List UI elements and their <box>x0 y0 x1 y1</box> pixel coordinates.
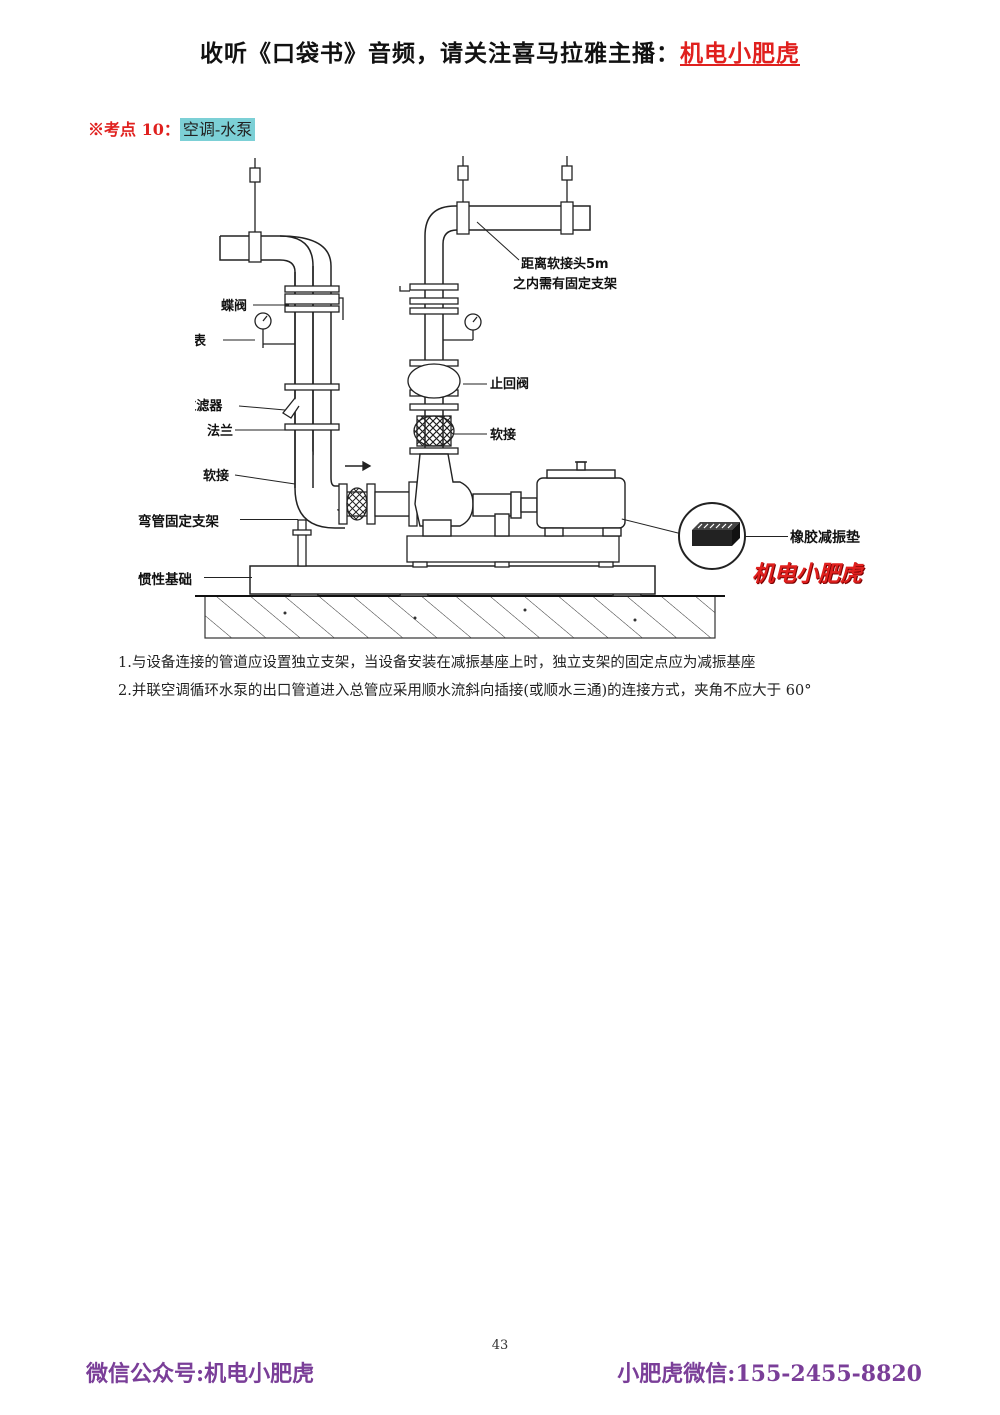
y-filter <box>282 397 300 419</box>
footer-wechat-contact: 小肥虎微信:155-2455-8820 <box>617 1361 922 1387</box>
diagram-watermark: 机电小肥虎 <box>752 562 863 587</box>
label-leaders <box>223 221 520 485</box>
label-inertia-base: 惯性基础 <box>138 572 192 588</box>
header-brand-link[interactable]: 机电小肥虎 <box>680 40 800 67</box>
butterfly-valve-handle <box>339 297 344 320</box>
pump-installation-diagram: 蝶阀 压力表 Y型过滤器 法兰 软接 距离软接头5m 之内需有固定支架 止回阀 … <box>195 156 725 639</box>
right-hangers <box>456 156 574 235</box>
pump-skid <box>406 535 620 568</box>
label-support-note-2: 之内需有固定支架 <box>513 276 617 292</box>
label-y-filter: Y型过滤器 <box>195 398 223 414</box>
label-support-note-1: 距离软接头5m <box>521 256 609 272</box>
note-2-text: 2.并联空调循环水泵的出口管道进入总管应采用顺水流斜向插接(或顺水三通)的连接方… <box>118 683 812 699</box>
keypoint-label: ※考点 10： <box>88 120 180 139</box>
label-check-valve: 止回阀 <box>490 376 529 392</box>
right-valve-handle <box>399 286 410 292</box>
right-flex-joint <box>413 415 455 447</box>
leader-inertia-base <box>204 577 252 578</box>
motor <box>536 461 626 537</box>
rubber-pad-circle <box>678 502 746 570</box>
inertia-base <box>249 565 656 595</box>
leader-rubber-pad-label <box>744 536 788 537</box>
label-flex-joint-left: 软接 <box>203 468 229 484</box>
keypoint-heading: ※考点 10：空调-水泵 <box>88 116 256 141</box>
left-riser-pipe <box>219 235 346 529</box>
pump-body <box>414 453 538 537</box>
label-flange: 法兰 <box>207 423 233 439</box>
label-pressure-gauge: 压力表 <box>195 333 207 349</box>
check-valve <box>407 363 461 399</box>
suction-pipe <box>374 481 418 527</box>
label-butterfly-valve: 蝶阀 <box>221 298 247 314</box>
note-1: 1.与设备连接的管道应设置独立支架，当设备安装在减振基座上时，独立支架的固定点应… <box>88 650 923 676</box>
footer-wechat-account: 微信公众号:机电小肥虎 <box>86 1361 315 1387</box>
pressure-gauge-right <box>443 313 482 341</box>
pressure-gauge-left <box>254 312 295 348</box>
header-title: 收听《口袋书》音频，请关注喜马拉雅主播： <box>200 40 680 67</box>
left-hanger <box>248 158 262 263</box>
label-elbow-support: 弯管固定支架 <box>138 514 219 530</box>
diagram-labels: 蝶阀 压力表 Y型过滤器 法兰 软接 距离软接头5m 之内需有固定支架 止回阀 … <box>195 256 617 484</box>
elbow-support <box>292 519 312 567</box>
left-flanges <box>284 285 340 431</box>
label-flex-joint-right: 软接 <box>490 427 516 443</box>
rubber-pad-icon <box>692 522 740 546</box>
page-header: 收听《口袋书》音频，请关注喜马拉雅主播：机电小肥虎 <box>0 34 1000 68</box>
ground-slab <box>195 595 725 639</box>
keypoint-topic: 空调-水泵 <box>179 118 256 141</box>
label-rubber-pad: 橡胶减振垫 <box>790 530 860 546</box>
note-2: 2.并联空调循环水泵的出口管道进入总管应采用顺水流斜向插接(或顺水三通)的连接方… <box>88 678 923 704</box>
note-1-text: 1.与设备连接的管道应设置独立支架，当设备安装在减振基座上时，独立支架的固定点应… <box>118 655 756 671</box>
leader-elbow-support <box>240 519 298 520</box>
page-number: 43 <box>491 1338 509 1353</box>
